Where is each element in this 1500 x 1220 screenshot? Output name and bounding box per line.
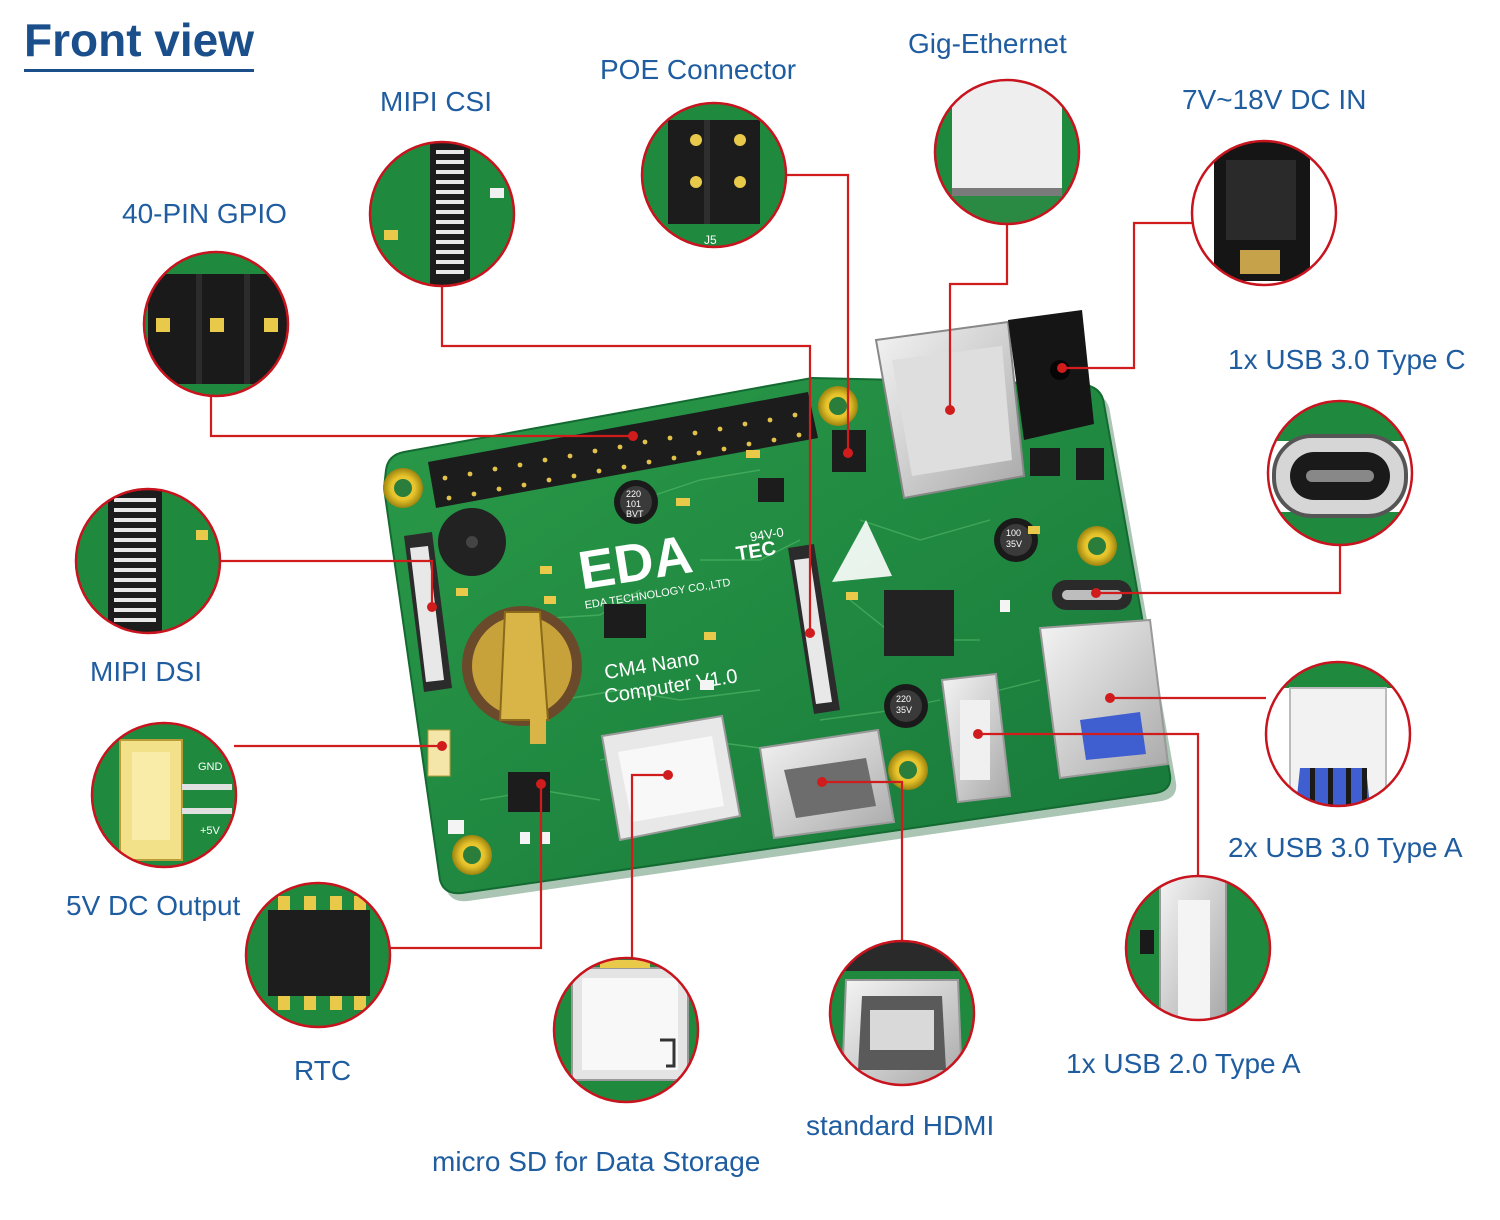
label-5v-dc-output: 5V DC Output xyxy=(66,890,241,921)
cap2-marking-1: 100 xyxy=(1006,528,1021,538)
cap1-marking-2: 101 xyxy=(626,499,641,509)
rtc-chip-board xyxy=(508,772,550,812)
zoom-standard-hdmi xyxy=(828,939,976,1087)
zoom-poe-connector: J5 xyxy=(640,101,788,249)
rtc-battery-holder xyxy=(462,606,582,744)
board-cert: 94V-0 xyxy=(749,524,785,544)
zoom-usb3-type-a xyxy=(1264,660,1412,808)
label-mipi-dsi: MIPI DSI xyxy=(90,656,203,687)
usb3-stack xyxy=(1038,618,1170,780)
label-usb2-type-a: 1x USB 2.0 Type A xyxy=(1066,1048,1301,1079)
zoom-micro-sd xyxy=(552,956,700,1104)
main-chip xyxy=(884,590,954,656)
gpio-header xyxy=(428,392,818,508)
zoom-mipi-dsi xyxy=(74,487,222,635)
dc-output-connector-board xyxy=(427,729,451,777)
leader-dots xyxy=(427,363,1115,789)
poe-j5-marking: J5 xyxy=(704,233,717,247)
label-40pin-gpio: 40-PIN GPIO xyxy=(122,198,287,229)
label-usb3-type-a: 2x USB 3.0 Type A xyxy=(1228,832,1463,863)
zoom-usb-type-c xyxy=(1266,399,1414,547)
cap1-marking-3: BVT xyxy=(626,509,644,519)
label-mipi-csi: MIPI CSI xyxy=(380,86,493,117)
zoom-rtc xyxy=(244,881,392,1029)
dcout-gnd-marking: GND xyxy=(198,761,223,773)
label-micro-sd: micro SD for Data Storage xyxy=(432,1146,761,1177)
page-title: Front view xyxy=(24,14,255,72)
esd-mark xyxy=(832,520,892,582)
label-standard-hdmi: standard HDMI xyxy=(806,1110,995,1141)
cap3-marking-1: 220 xyxy=(896,694,911,704)
zoom-5v-dc-output: GND +5V xyxy=(90,721,238,869)
pcb-board: 220 101 BVT 100 35V 220 35V EDA TEC EDA … xyxy=(382,310,1177,902)
zoom-gpio xyxy=(142,250,290,398)
zoom-gig-ethernet xyxy=(933,78,1081,226)
hdmi-port xyxy=(758,728,896,840)
label-gig-ethernet: Gig-Ethernet xyxy=(908,28,1067,59)
zoom-dc-in xyxy=(1190,139,1338,287)
cap2-marking-2: 35V xyxy=(1006,539,1022,549)
leader-lines xyxy=(209,173,1342,958)
label-rtc: RTC xyxy=(294,1055,352,1086)
label-poe-connector: POE Connector xyxy=(600,54,797,85)
cap1-marking-1: 220 xyxy=(626,489,641,499)
zoom-mipi-csi xyxy=(368,140,516,288)
label-dc-in: 7V~18V DC IN xyxy=(1182,84,1367,115)
mounting-holes xyxy=(383,386,1117,875)
zoom-usb2-type-a xyxy=(1124,874,1272,1022)
cap3-marking-2: 35V xyxy=(896,705,912,715)
dcout-5v-marking: +5V xyxy=(200,825,221,837)
label-usb-type-c: 1x USB 3.0 Type C xyxy=(1228,344,1466,375)
